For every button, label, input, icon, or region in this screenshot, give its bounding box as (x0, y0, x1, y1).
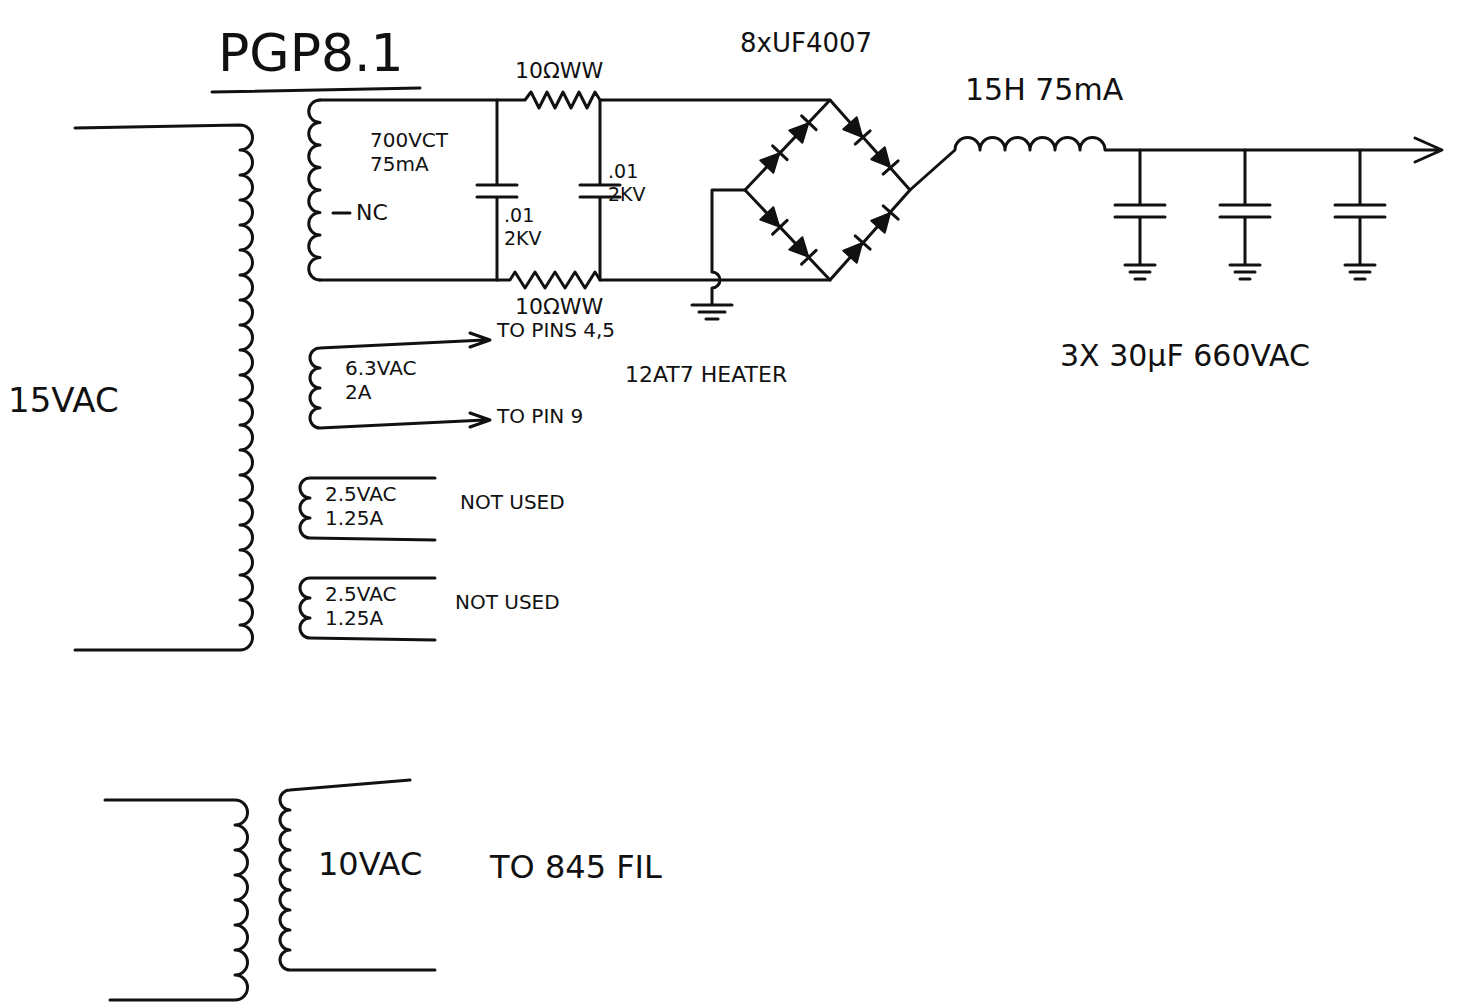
capacitor-label: .01 2KV (504, 204, 556, 250)
bridge-rectifier (745, 100, 910, 280)
title-underline (212, 88, 420, 92)
note-label: NOT USED (460, 490, 565, 514)
filter-capacitor (1335, 150, 1385, 279)
pin-label: TO 845 FIL (490, 848, 662, 886)
diode-symbol (760, 116, 899, 264)
winding-label: NC (356, 200, 388, 226)
capacitor-symbol (477, 100, 517, 280)
hv-wire (320, 92, 830, 108)
winding-label: 700VCT 75mA (370, 128, 460, 176)
winding-label: 6.3VAC 2A (345, 356, 427, 404)
choke-symbol (910, 138, 1442, 191)
center-tap-stub (333, 212, 350, 215)
filament-transformer (105, 800, 247, 1000)
resistor-label: 10ΩWW (515, 294, 603, 320)
ground-wire (692, 190, 745, 319)
schematic-title: PGP8.1 (218, 22, 404, 84)
filter-capacitor (1220, 150, 1270, 279)
tube-label: 12AT7 HEATER (625, 362, 787, 388)
diode-label: 8xUF4007 (740, 28, 872, 59)
voltage-label: 15VAC (8, 380, 119, 421)
hv-wire (320, 272, 830, 288)
winding-label: 2.5VAC 1.25A (325, 582, 411, 630)
winding-label: 10VAC (318, 845, 422, 883)
note-label: NOT USED (455, 590, 560, 614)
resistor-label: 10ΩWW (515, 58, 603, 84)
unused-winding (300, 478, 435, 540)
capacitor-label: .01 2KV (608, 160, 660, 206)
pin-label: TO PINS 4,5 (497, 318, 615, 342)
hv-winding (309, 100, 320, 280)
pin-label: TO PIN 9 (497, 404, 583, 428)
heater-winding (310, 333, 490, 428)
filament-winding (280, 780, 435, 970)
winding-label: 2.5VAC 1.25A (325, 482, 411, 530)
unused-winding (300, 578, 435, 640)
filter-capacitor (1115, 150, 1165, 279)
choke-label: 15H 75mA (965, 72, 1123, 108)
capacitor-label: 3X 30μF 660VAC (1060, 338, 1310, 374)
